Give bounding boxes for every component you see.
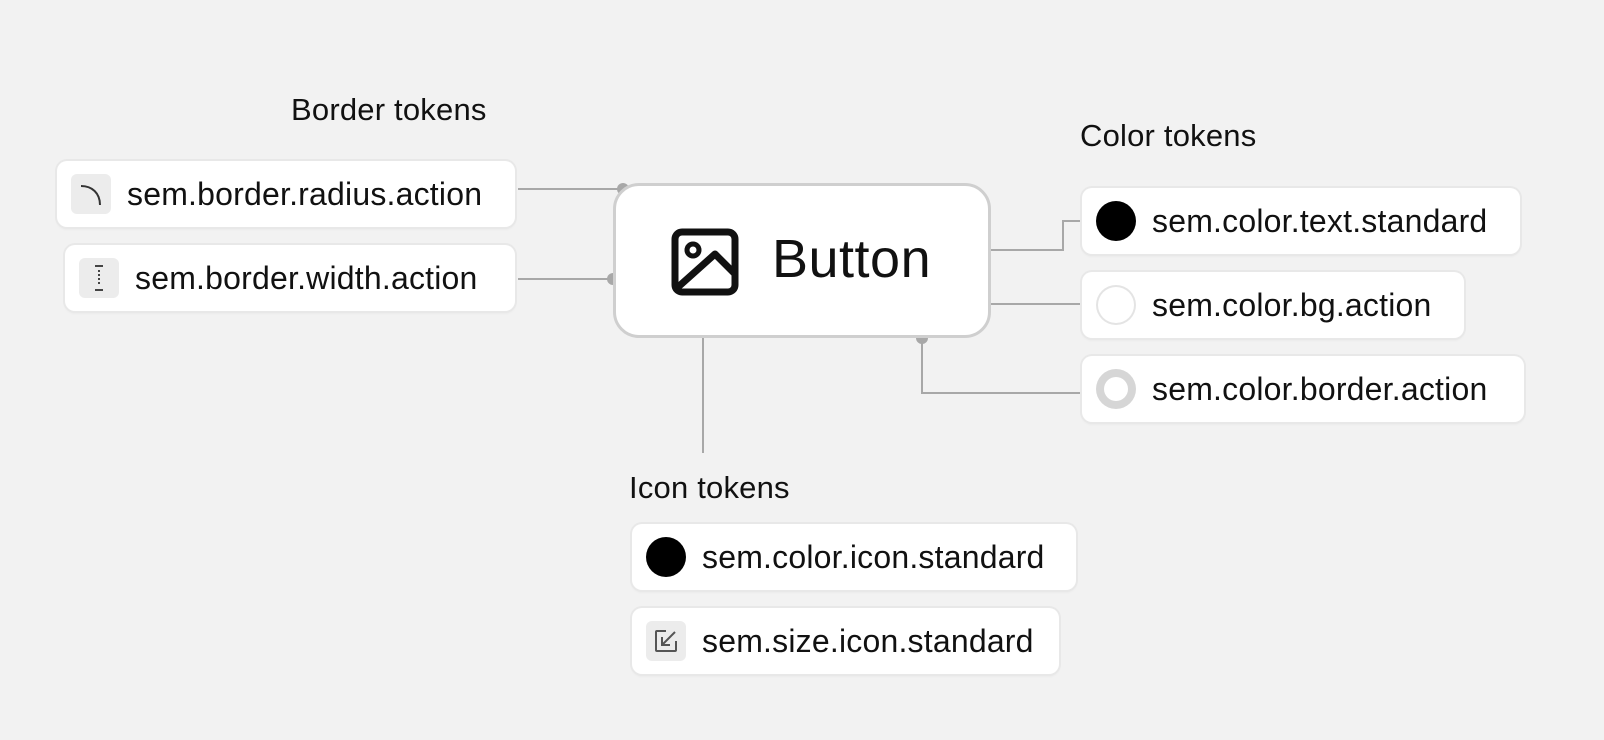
token-border-radius[interactable]: sem.border.radius.action — [57, 161, 515, 227]
border-width-icon — [79, 258, 119, 298]
token-color-bg[interactable]: sem.color.bg.action — [1082, 272, 1464, 338]
token-label: sem.color.icon.standard — [702, 538, 1045, 575]
corner-radius-icon — [71, 174, 111, 214]
color-tokens-heading: Color tokens — [1080, 118, 1257, 153]
token-size-icon[interactable]: sem.size.icon.standard — [632, 608, 1059, 674]
button-preview: Button — [613, 183, 991, 338]
token-border-width[interactable]: sem.border.width.action — [65, 245, 515, 311]
button-label: Button — [772, 229, 932, 289]
swatch-empty-icon — [1096, 285, 1136, 325]
image-icon — [671, 228, 739, 301]
token-label: sem.color.border.action — [1152, 370, 1488, 407]
token-color-icon[interactable]: sem.color.icon.standard — [632, 524, 1076, 590]
connector-border-color — [921, 338, 1081, 394]
resize-arrow-icon — [646, 621, 686, 661]
border-tokens-heading: Border tokens — [291, 92, 487, 127]
token-label: sem.border.radius.action — [127, 175, 483, 212]
token-color-border[interactable]: sem.color.border.action — [1082, 356, 1524, 422]
token-label: sem.color.bg.action — [1152, 286, 1432, 323]
token-color-text[interactable]: sem.color.text.standard — [1082, 188, 1520, 254]
token-label: sem.color.text.standard — [1152, 202, 1488, 239]
swatch-filled-icon — [1096, 201, 1136, 241]
icon-tokens-heading: Icon tokens — [629, 470, 790, 505]
swatch-ring-icon — [1096, 369, 1136, 409]
token-label: sem.border.width.action — [135, 259, 478, 296]
token-label: sem.size.icon.standard — [702, 622, 1034, 659]
swatch-filled-icon — [646, 537, 686, 577]
